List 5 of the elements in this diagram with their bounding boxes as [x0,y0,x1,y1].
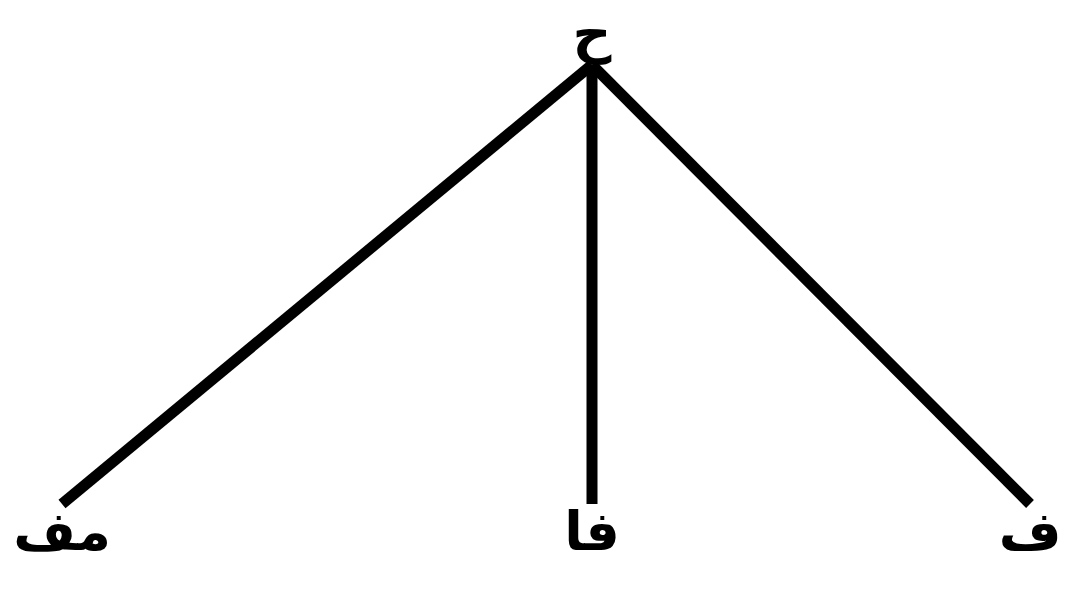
tree-node-label: ف [998,500,1062,565]
tree-node-label: مف [13,500,111,565]
tree-branch-line [586,64,598,504]
tree-node-label: ح [572,2,612,67]
tree-node-label: فا [564,500,620,565]
